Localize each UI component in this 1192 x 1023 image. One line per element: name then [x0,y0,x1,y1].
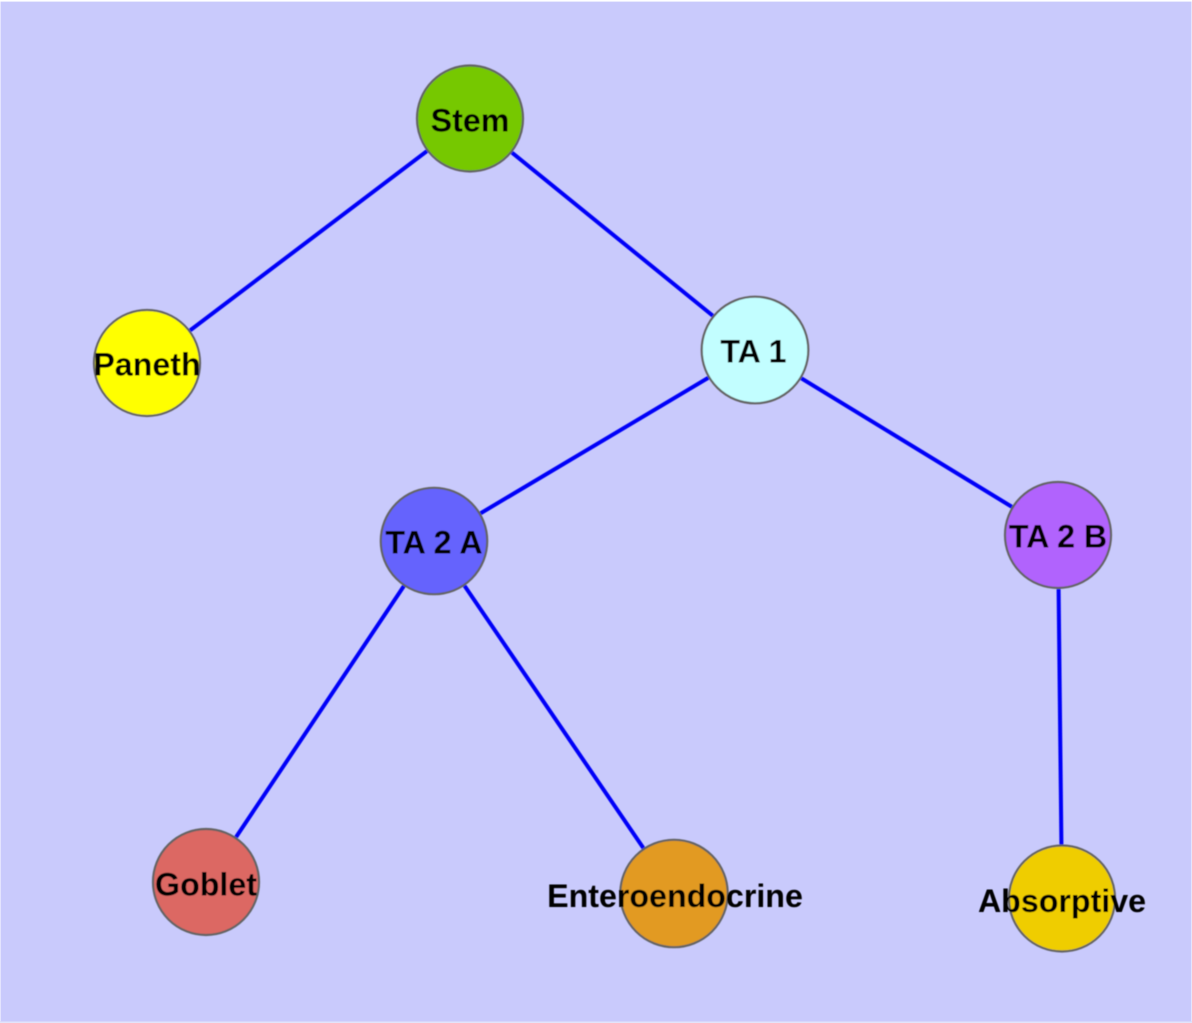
svg-text:Goblet: Goblet [155,867,257,903]
svg-text:Stem: Stem [431,103,510,139]
svg-text:Absorptive: Absorptive [978,883,1146,919]
svg-text:Enteroendocrine: Enteroendocrine [547,878,803,914]
svg-text:Paneth: Paneth [93,347,200,383]
svg-text:TA 1: TA 1 [720,333,786,369]
svg-text:TA 2 B: TA 2 B [1009,519,1107,555]
svg-text:TA 2 A: TA 2 A [385,525,482,561]
